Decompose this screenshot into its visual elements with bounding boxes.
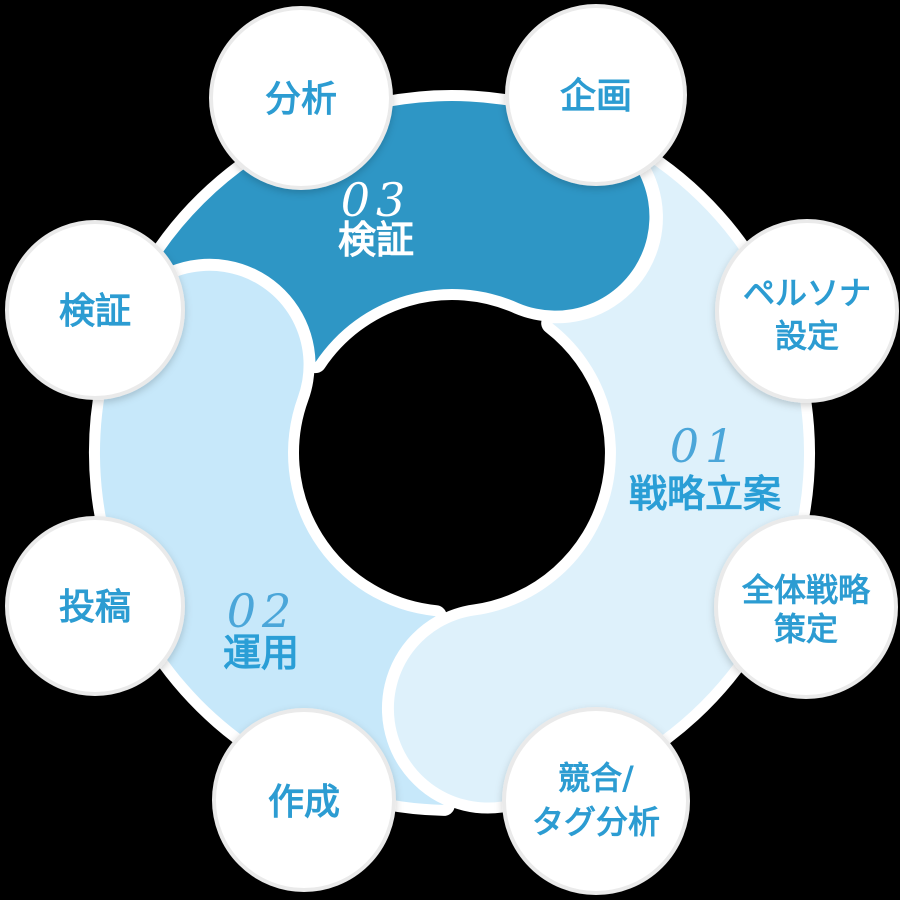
segment-arc-01 [393, 158, 805, 803]
satellite-planning: 企画 [505, 4, 687, 186]
segment-labels: 01 戦略立案 02 運用 03 検証 [223, 173, 782, 675]
satellite-persona-setting-circle [715, 219, 899, 403]
satellite-planning-circle [505, 4, 687, 186]
satellite-verification-circle [5, 220, 185, 400]
satellite-analysis-label: 分析 [265, 79, 337, 120]
satellite-creation-circle [212, 708, 396, 892]
satellite-overall-strategy-circle [714, 515, 898, 699]
satellite-verification: 検証 [5, 220, 185, 400]
satellite-verification-label: 検証 [59, 291, 131, 332]
satellite-posting-label: 投稿 [59, 587, 131, 628]
satellite-circles: 分析 企画 ペルソナ 設定 全体戦略 策定 競合/ タグ分析 作成 投稿 [5, 4, 899, 895]
satellite-persona-setting-label-line1: ペルソナ [743, 274, 871, 312]
satellite-analysis-circle [209, 6, 393, 190]
satellite-creation: 作成 [212, 708, 396, 892]
satellite-planning-label: 企画 [560, 75, 632, 117]
satellite-posting: 投稿 [5, 516, 185, 696]
satellite-analysis: 分析 [209, 6, 393, 190]
satellite-creation-label: 作成 [268, 782, 340, 823]
satellite-overall-strategy: 全体戦略 策定 [714, 515, 898, 699]
satellite-overall-strategy-label-line2: 策定 [774, 610, 838, 648]
satellite-persona-setting-label-line2: 設定 [775, 317, 839, 355]
satellite-competitor-tag-analysis-label-line1: 競合/ [558, 759, 634, 797]
segment-label-02: 運用 [223, 631, 299, 675]
segment-number-02: 02 [227, 584, 298, 638]
segment-number-03: 03 [341, 173, 412, 227]
segment-label-01: 戦略立案 [629, 472, 782, 516]
segment-arc-02 [99, 270, 444, 805]
satellite-competitor-tag-analysis-circle [502, 707, 690, 895]
satellite-overall-strategy-label-line1: 全体戦略 [741, 571, 871, 609]
satellite-competitor-tag-analysis: 競合/ タグ分析 [502, 707, 690, 895]
satellite-posting-circle [5, 516, 185, 696]
segment-number-01: 01 [670, 419, 741, 473]
satellite-competitor-tag-analysis-label-line2: タグ分析 [532, 803, 660, 841]
segment-label-03: 検証 [338, 218, 414, 262]
satellite-persona-setting: ペルソナ 設定 [715, 219, 899, 403]
